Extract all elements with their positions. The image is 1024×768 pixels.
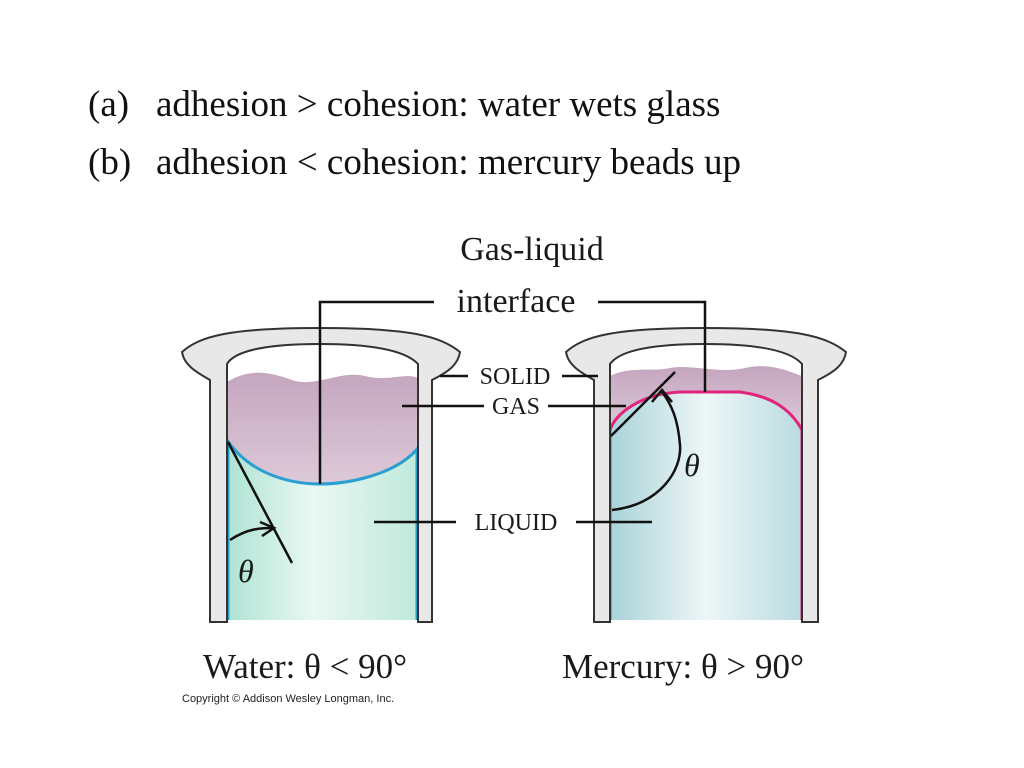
heading-line-a-tag: (a) bbox=[88, 84, 130, 125]
mercury-caption: Mercury: θ > 90° bbox=[562, 647, 804, 686]
heading-line-b-text: adhesion < cohesion: mercury beads up bbox=[156, 142, 741, 183]
water-gas-region bbox=[227, 372, 418, 484]
copyright-notice: Copyright © Addison Wesley Longman, Inc. bbox=[182, 693, 394, 705]
water-tangent-line bbox=[226, 441, 294, 564]
water-caption: Water: θ < 90° bbox=[203, 647, 407, 686]
mercury-meniscus bbox=[608, 390, 804, 620]
mercury-tangent-line bbox=[610, 371, 676, 437]
interface-leader-left bbox=[318, 300, 434, 484]
mercury-angle-arrowhead bbox=[651, 388, 673, 403]
gas-label: GAS bbox=[492, 394, 540, 420]
heading-line-b-tag: (b) bbox=[88, 142, 132, 183]
mercury-gas-region bbox=[610, 366, 802, 430]
solid-label: SOLID bbox=[480, 364, 551, 390]
water-angle-arrowhead bbox=[259, 520, 277, 538]
mercury-angle-arc bbox=[611, 391, 682, 512]
water-theta-label: θ bbox=[238, 553, 254, 589]
liquid-label: LIQUID bbox=[475, 510, 558, 536]
interface-label-line2: interface bbox=[457, 283, 576, 320]
water-tube bbox=[180, 326, 462, 623]
mercury-liquid bbox=[610, 392, 802, 620]
heading-line-a: (a) adhesion > cohesion: water wets glass bbox=[88, 86, 720, 123]
interface-leader-right bbox=[598, 300, 707, 392]
water-liquid bbox=[227, 440, 418, 620]
interface-label-line1: Gas-liquid bbox=[460, 231, 604, 268]
mercury-theta-label: θ bbox=[684, 447, 700, 483]
water-angle-arc bbox=[229, 526, 273, 542]
heading-line-b: (b) adhesion < cohesion: mercury beads up bbox=[88, 144, 741, 181]
mercury-tube bbox=[564, 326, 848, 623]
heading-line-a-text: adhesion > cohesion: water wets glass bbox=[156, 84, 721, 125]
